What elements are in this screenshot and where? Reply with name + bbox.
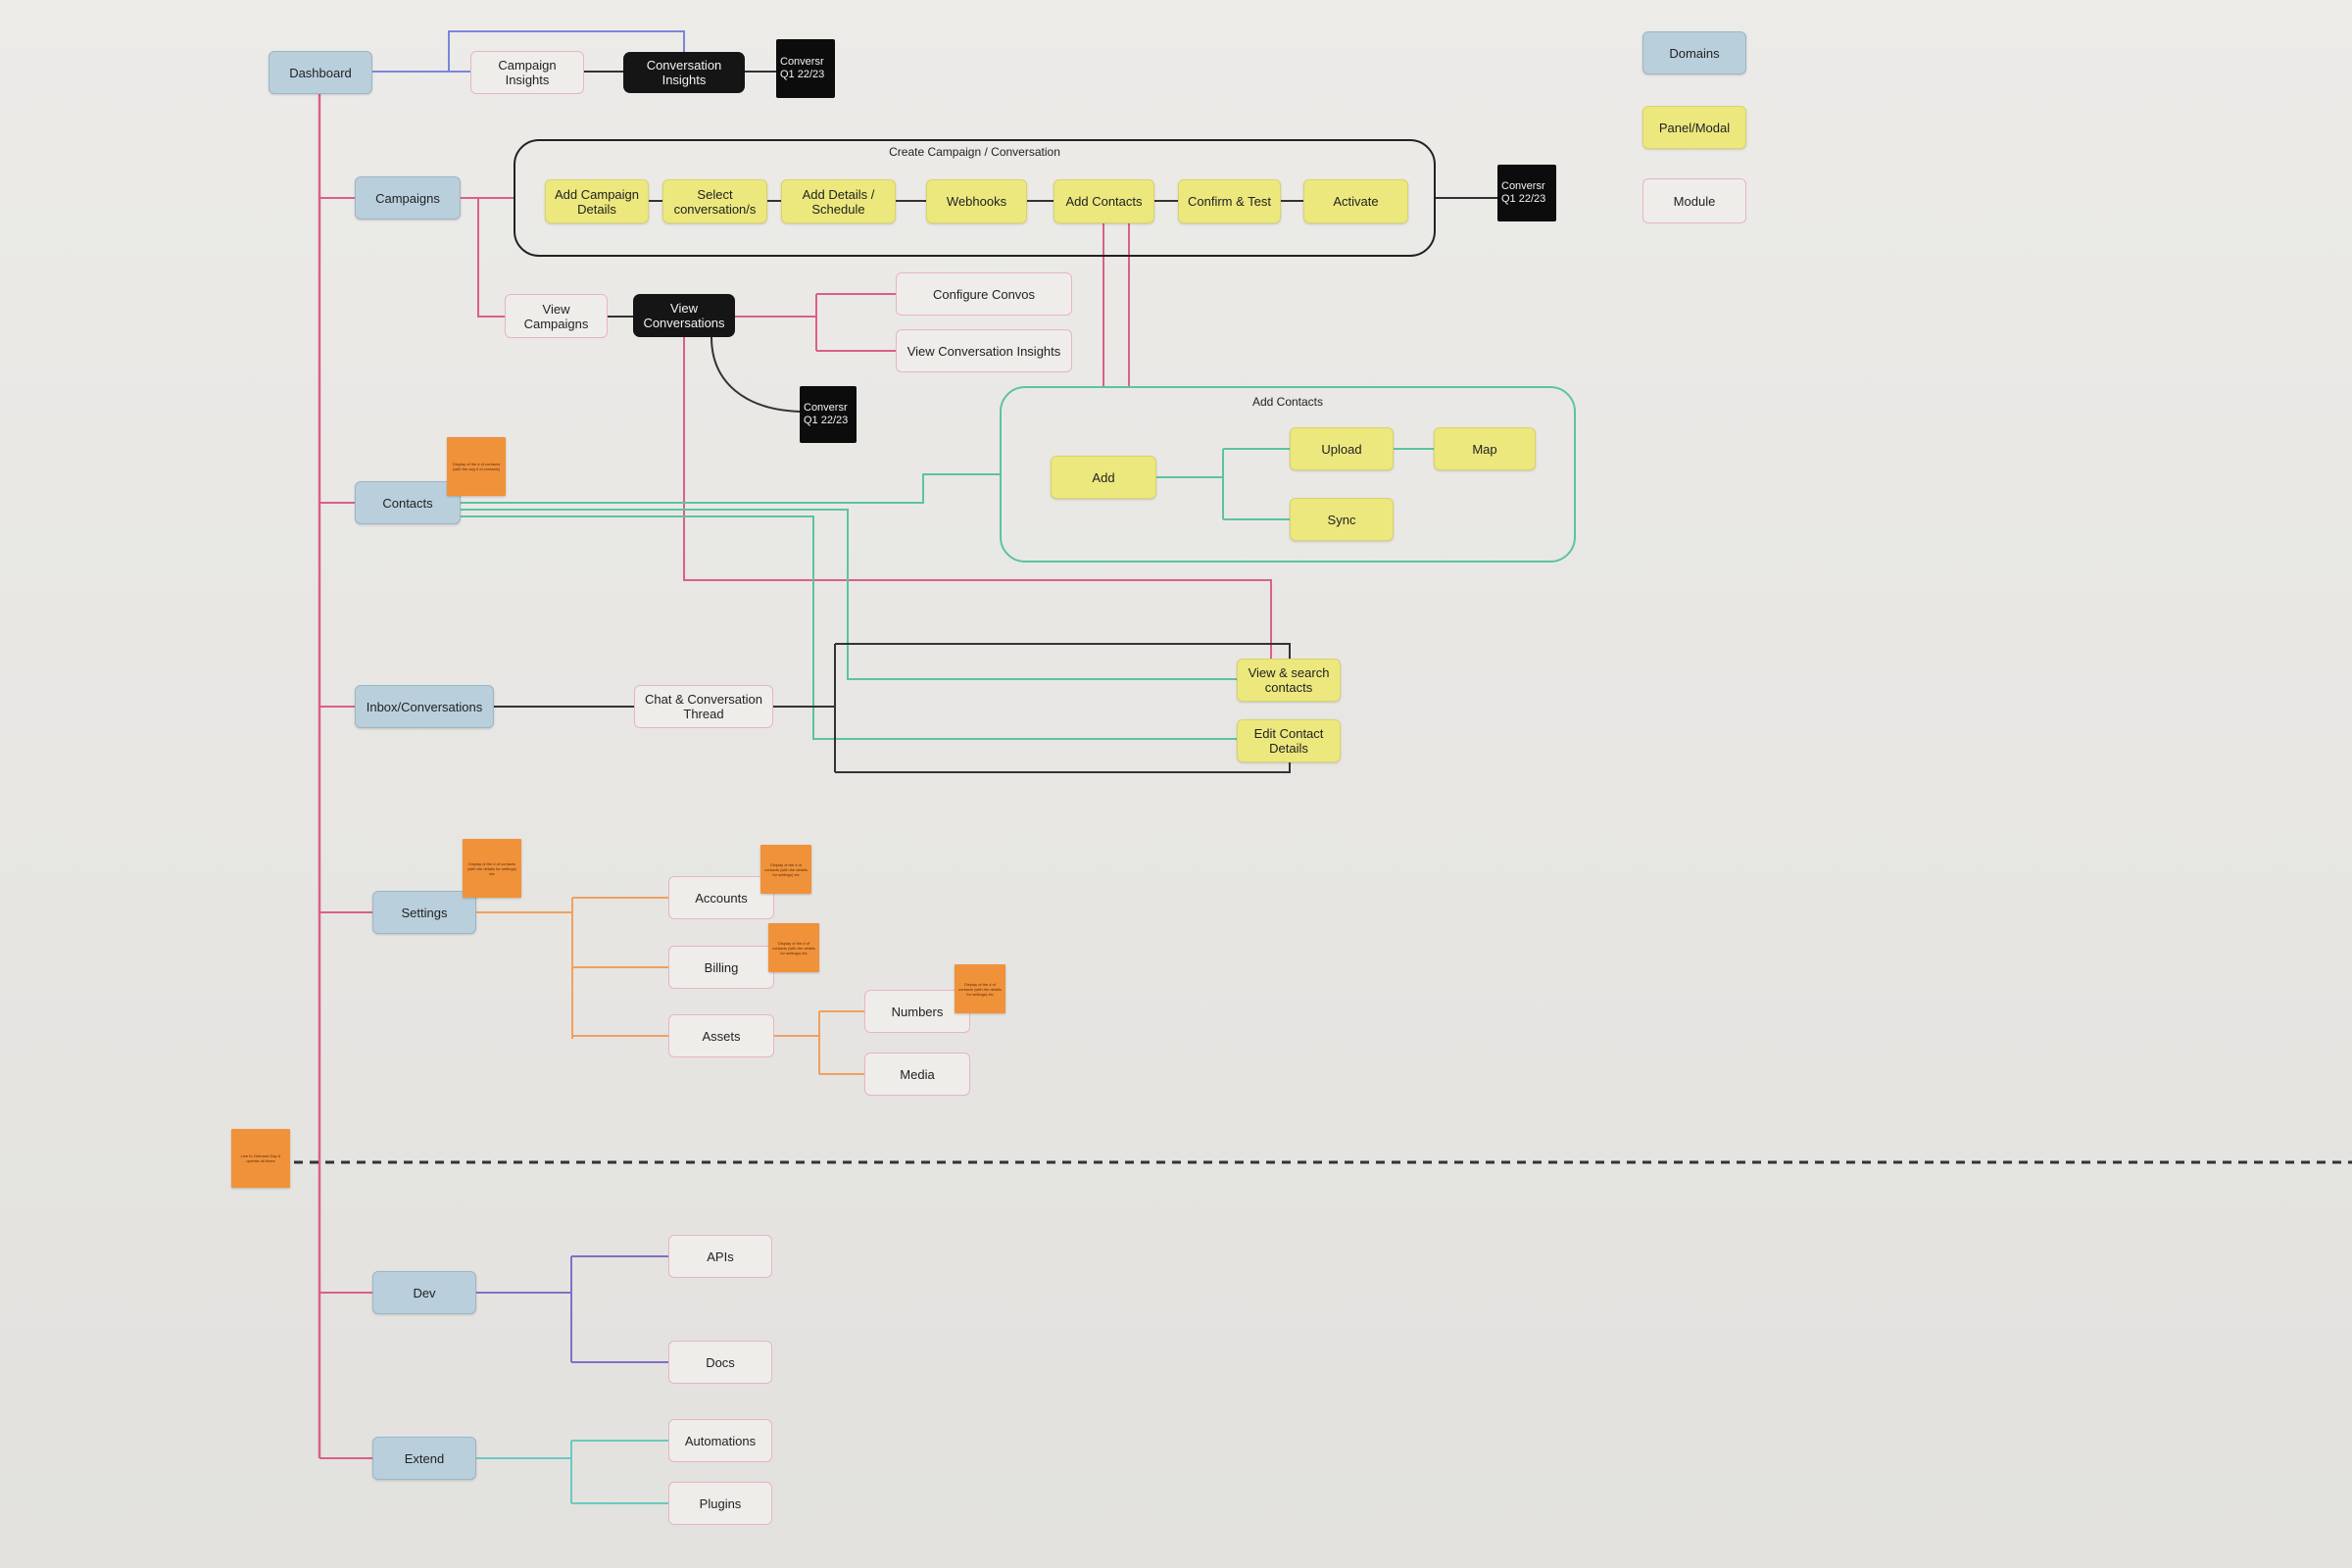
campaigns-to-view [477, 198, 505, 318]
confirm-test-step[interactable]: Confirm & Test [1178, 179, 1281, 223]
add-branch [1156, 448, 1290, 520]
chat-to-contacts [773, 643, 1291, 773]
create-campaign-group-title: Create Campaign / Conversation [889, 145, 1060, 159]
select-conversations-step[interactable]: Select conversation/s [662, 179, 767, 223]
create-flow-arrows [649, 197, 1497, 202]
settings-node[interactable]: Settings [372, 891, 476, 934]
numbers-sticky-note: Display of the # of contacts (with the d… [955, 964, 1005, 1013]
campaign-insights-node[interactable]: Campaign Insights [470, 51, 584, 94]
campaigns-node[interactable]: Campaigns [355, 176, 461, 220]
view-conversation-insights-node[interactable]: View Conversation Insights [896, 329, 1072, 372]
contacts-to-view [461, 509, 1237, 680]
extend-node[interactable]: Extend [372, 1437, 476, 1480]
media-node[interactable]: Media [864, 1053, 970, 1096]
numbers-node[interactable]: Numbers [864, 990, 970, 1033]
contacts-sticky-note: Display of the # of contacts (with the a… [447, 437, 506, 496]
dev-branch [476, 1255, 668, 1363]
assets-node[interactable]: Assets [668, 1014, 774, 1057]
accounts-sticky-note: Display of the # of contacts (with the d… [760, 845, 811, 894]
assets-branch [774, 1010, 864, 1075]
plugins-node[interactable]: Plugins [668, 1482, 772, 1525]
map-node[interactable]: Map [1434, 427, 1536, 470]
automations-node[interactable]: Automations [668, 1419, 772, 1462]
sync-node[interactable]: Sync [1290, 498, 1394, 541]
contacts-node[interactable]: Contacts [355, 481, 461, 524]
accounts-node[interactable]: Accounts [668, 876, 774, 919]
viewconv-to-conversr [710, 336, 801, 413]
legend-module: Module [1642, 178, 1746, 223]
inbox-conversations-node[interactable]: Inbox/Conversations [355, 685, 494, 728]
legend-domains: Domains [1642, 31, 1746, 74]
extend-branch [476, 1440, 668, 1504]
add-details-schedule-step[interactable]: Add Details / Schedule [781, 179, 896, 223]
conversr-badge-create: Conversr Q1 22/23 [1497, 165, 1556, 221]
dashboard-loop [448, 30, 685, 72]
contacts-to-add-group [461, 473, 1000, 504]
configure-convos-node[interactable]: Configure Convos [896, 272, 1072, 316]
conversation-insights-node[interactable]: Conversation Insights [623, 52, 745, 93]
view-campaigns-node[interactable]: View Campaigns [505, 294, 608, 338]
add-contacts-step[interactable]: Add Contacts [1054, 179, 1154, 223]
settings-branch [476, 897, 668, 1039]
conversr-badge-campaigns: Conversr Q1 22/23 [800, 386, 857, 443]
apis-node[interactable]: APIs [668, 1235, 772, 1278]
conversr-badge-top: Conversr Q1 22/23 [776, 39, 835, 98]
add-node[interactable]: Add [1051, 456, 1156, 499]
legend-panel-modal: Panel/Modal [1642, 106, 1746, 149]
billing-sticky-note: Display of the # of contacts (with the d… [768, 923, 819, 972]
settings-sticky-note: Display of the # of contacts (with the d… [463, 839, 521, 898]
billing-node[interactable]: Billing [668, 946, 774, 989]
contacts-to-edit [461, 515, 1237, 740]
view-search-contacts-node[interactable]: View & search contacts [1237, 659, 1341, 702]
chat-conversation-thread-node[interactable]: Chat & Conversation Thread [634, 685, 773, 728]
view-conversations-node[interactable]: View Conversations [633, 294, 735, 337]
viewconv-branch [735, 293, 896, 352]
upload-node[interactable]: Upload [1290, 427, 1394, 470]
add-contacts-group-title: Add Contacts [1251, 395, 1324, 409]
docs-node[interactable]: Docs [668, 1341, 772, 1384]
dashboard-node[interactable]: Dashboard [269, 51, 372, 94]
create-campaign-group [514, 139, 1436, 257]
dev-node[interactable]: Dev [372, 1271, 476, 1314]
webhooks-step[interactable]: Webhooks [926, 179, 1027, 223]
activate-step[interactable]: Activate [1303, 179, 1408, 223]
edit-contact-details-node[interactable]: Edit Contact Details [1237, 719, 1341, 762]
divider-sticky-note: Line to Onboard Day & operate all times [231, 1129, 290, 1188]
add-contacts-group [1000, 386, 1576, 563]
add-contacts-drop [1102, 223, 1130, 386]
add-campaign-details-step[interactable]: Add Campaign Details [545, 179, 649, 223]
viewconv-to-view-contacts [683, 337, 1272, 659]
